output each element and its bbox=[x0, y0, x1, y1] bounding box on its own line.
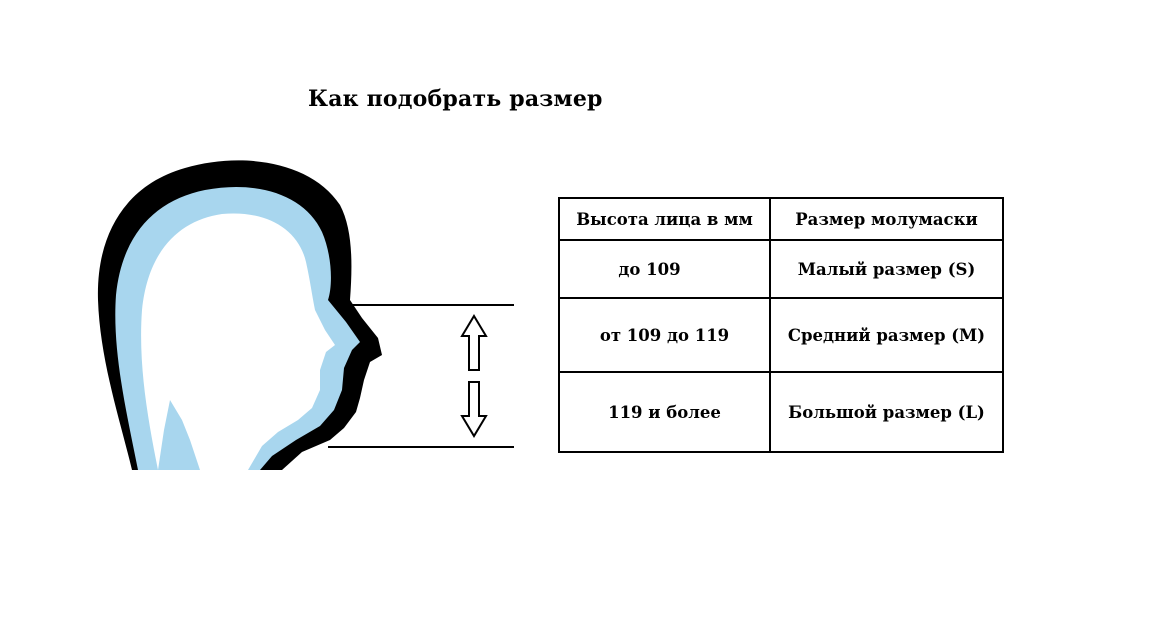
size-table: Высота лица в мм Размер молумаски до 109… bbox=[558, 197, 1004, 453]
table-row: от 109 до 119 Средний размер (M) bbox=[558, 297, 1004, 373]
table-row: до 109 Малый размер (S) bbox=[558, 239, 1004, 299]
mask-size-cell: Средний размер (M) bbox=[769, 297, 1004, 373]
head-white-face bbox=[141, 213, 335, 470]
page-title: Как подобрать размер bbox=[308, 86, 603, 112]
header-face-height: Высота лица в мм bbox=[558, 197, 771, 241]
header-mask-size: Размер молумаски bbox=[769, 197, 1004, 241]
face-height-cell: 119 и более bbox=[558, 371, 771, 453]
face-height-cell: от 109 до 119 bbox=[558, 297, 771, 373]
face-height-illustration bbox=[97, 160, 514, 471]
table-row: 119 и более Большой размер (L) bbox=[558, 371, 1004, 453]
arrow-up-icon bbox=[460, 314, 488, 371]
mask-size-cell: Большой размер (L) bbox=[769, 371, 1004, 453]
face-height-cell: до 109 bbox=[558, 239, 771, 299]
mask-size-cell: Малый размер (S) bbox=[769, 239, 1004, 299]
arrow-down-icon bbox=[460, 381, 488, 438]
